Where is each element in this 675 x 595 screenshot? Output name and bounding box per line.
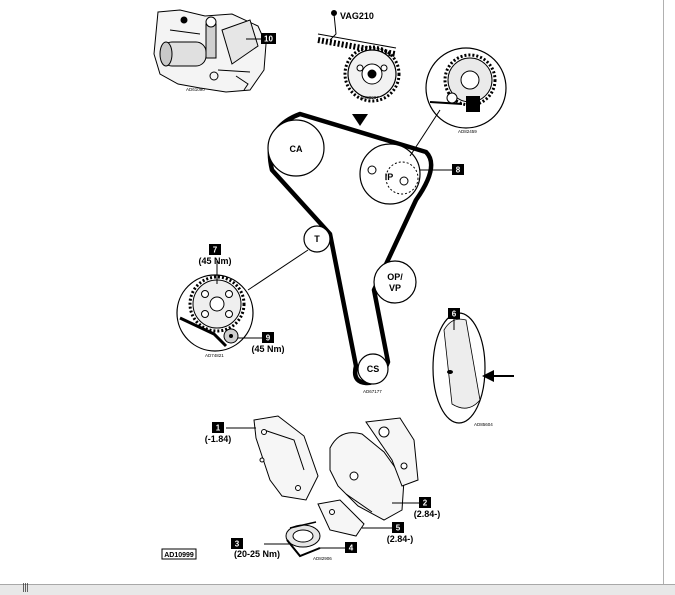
inset-code-oval: AD85604 xyxy=(474,422,493,427)
callout-8: 8 xyxy=(452,164,464,175)
callout-5: 5 (2.84-) xyxy=(387,522,414,544)
svg-text:AD10999: AD10999 xyxy=(164,552,194,559)
callout-7: 7 (45 Nm) xyxy=(198,244,232,266)
svg-text:7: 7 xyxy=(213,246,218,255)
belt-code: AD67177 xyxy=(363,389,382,394)
svg-text:(45 Nm): (45 Nm) xyxy=(251,344,284,354)
svg-text:10: 10 xyxy=(264,35,273,44)
timing-belt-diagram: 10 AD61090 VAG210 AD80087 AD82459 CA xyxy=(153,9,514,561)
camgear-tool-inset xyxy=(317,10,401,103)
pulley-opvp: OP/ VP xyxy=(373,260,417,304)
svg-text:(-1.84): (-1.84) xyxy=(205,434,232,444)
leader-tensioner xyxy=(247,249,309,291)
engine-detail-inset xyxy=(153,9,267,93)
svg-text:8: 8 xyxy=(456,166,461,175)
inset-code-pulley: AD82906 xyxy=(313,556,332,561)
rotation-direction-arrow xyxy=(352,114,368,126)
svg-text:6: 6 xyxy=(452,310,457,319)
pulley-cs: CS xyxy=(357,353,389,385)
inset-code-ip-lock: AD82459 xyxy=(458,129,477,134)
svg-text:IP: IP xyxy=(385,172,394,182)
alignment-mark-inset xyxy=(432,312,514,424)
svg-text:VP: VP xyxy=(389,283,401,293)
drawing-code-box: AD10999 xyxy=(161,548,197,560)
guide-plate xyxy=(317,499,365,537)
callout-6: 6 xyxy=(448,308,460,319)
svg-text:CA: CA xyxy=(290,144,303,154)
right-frame-edge xyxy=(663,0,675,584)
svg-text:OP/: OP/ xyxy=(387,272,403,282)
inset-code-camgear: AD80087 xyxy=(360,95,379,100)
svg-text:5: 5 xyxy=(396,524,401,533)
upper-cover xyxy=(253,415,319,501)
svg-text:3: 3 xyxy=(235,540,240,549)
svg-text:T: T xyxy=(314,234,320,244)
status-grip[interactable]: ||| xyxy=(22,583,29,593)
svg-text:(2.84-): (2.84-) xyxy=(414,509,441,519)
inset-code-tensioner: AD74821 xyxy=(205,353,224,358)
status-bar: ||| xyxy=(0,583,675,595)
pulley-t: T xyxy=(303,225,331,253)
svg-text:CS: CS xyxy=(367,364,380,374)
svg-text:(20-25 Nm): (20-25 Nm) xyxy=(234,549,280,559)
svg-text:2: 2 xyxy=(423,499,428,508)
tool-label: VAG210 xyxy=(340,11,374,21)
callout-3: 3 (20-25 Nm) xyxy=(231,538,280,559)
callout-9: 9 (45 Nm) xyxy=(251,332,285,354)
callout-1: 1 (-1.84) xyxy=(205,422,232,444)
svg-text:9: 9 xyxy=(266,334,271,343)
ip-lock-inset xyxy=(425,47,507,129)
svg-text:4: 4 xyxy=(349,544,354,553)
pulley-ip: IP xyxy=(359,143,421,205)
callout-4: 4 xyxy=(345,542,357,553)
crank-pulley-detail xyxy=(285,521,321,558)
callout-10: 10 xyxy=(246,33,276,44)
tensioner-inset xyxy=(176,274,254,352)
callout-2: 2 (2.84-) xyxy=(414,497,441,519)
pulley-ca: CA xyxy=(267,119,325,177)
svg-text:1: 1 xyxy=(216,424,221,433)
leader-ip-inset xyxy=(409,109,441,157)
svg-text:(45 Nm): (45 Nm) xyxy=(198,256,231,266)
inset-code-engine: AD61090 xyxy=(186,87,205,92)
svg-text:(2.84-): (2.84-) xyxy=(387,534,414,544)
lower-cover xyxy=(329,417,419,521)
